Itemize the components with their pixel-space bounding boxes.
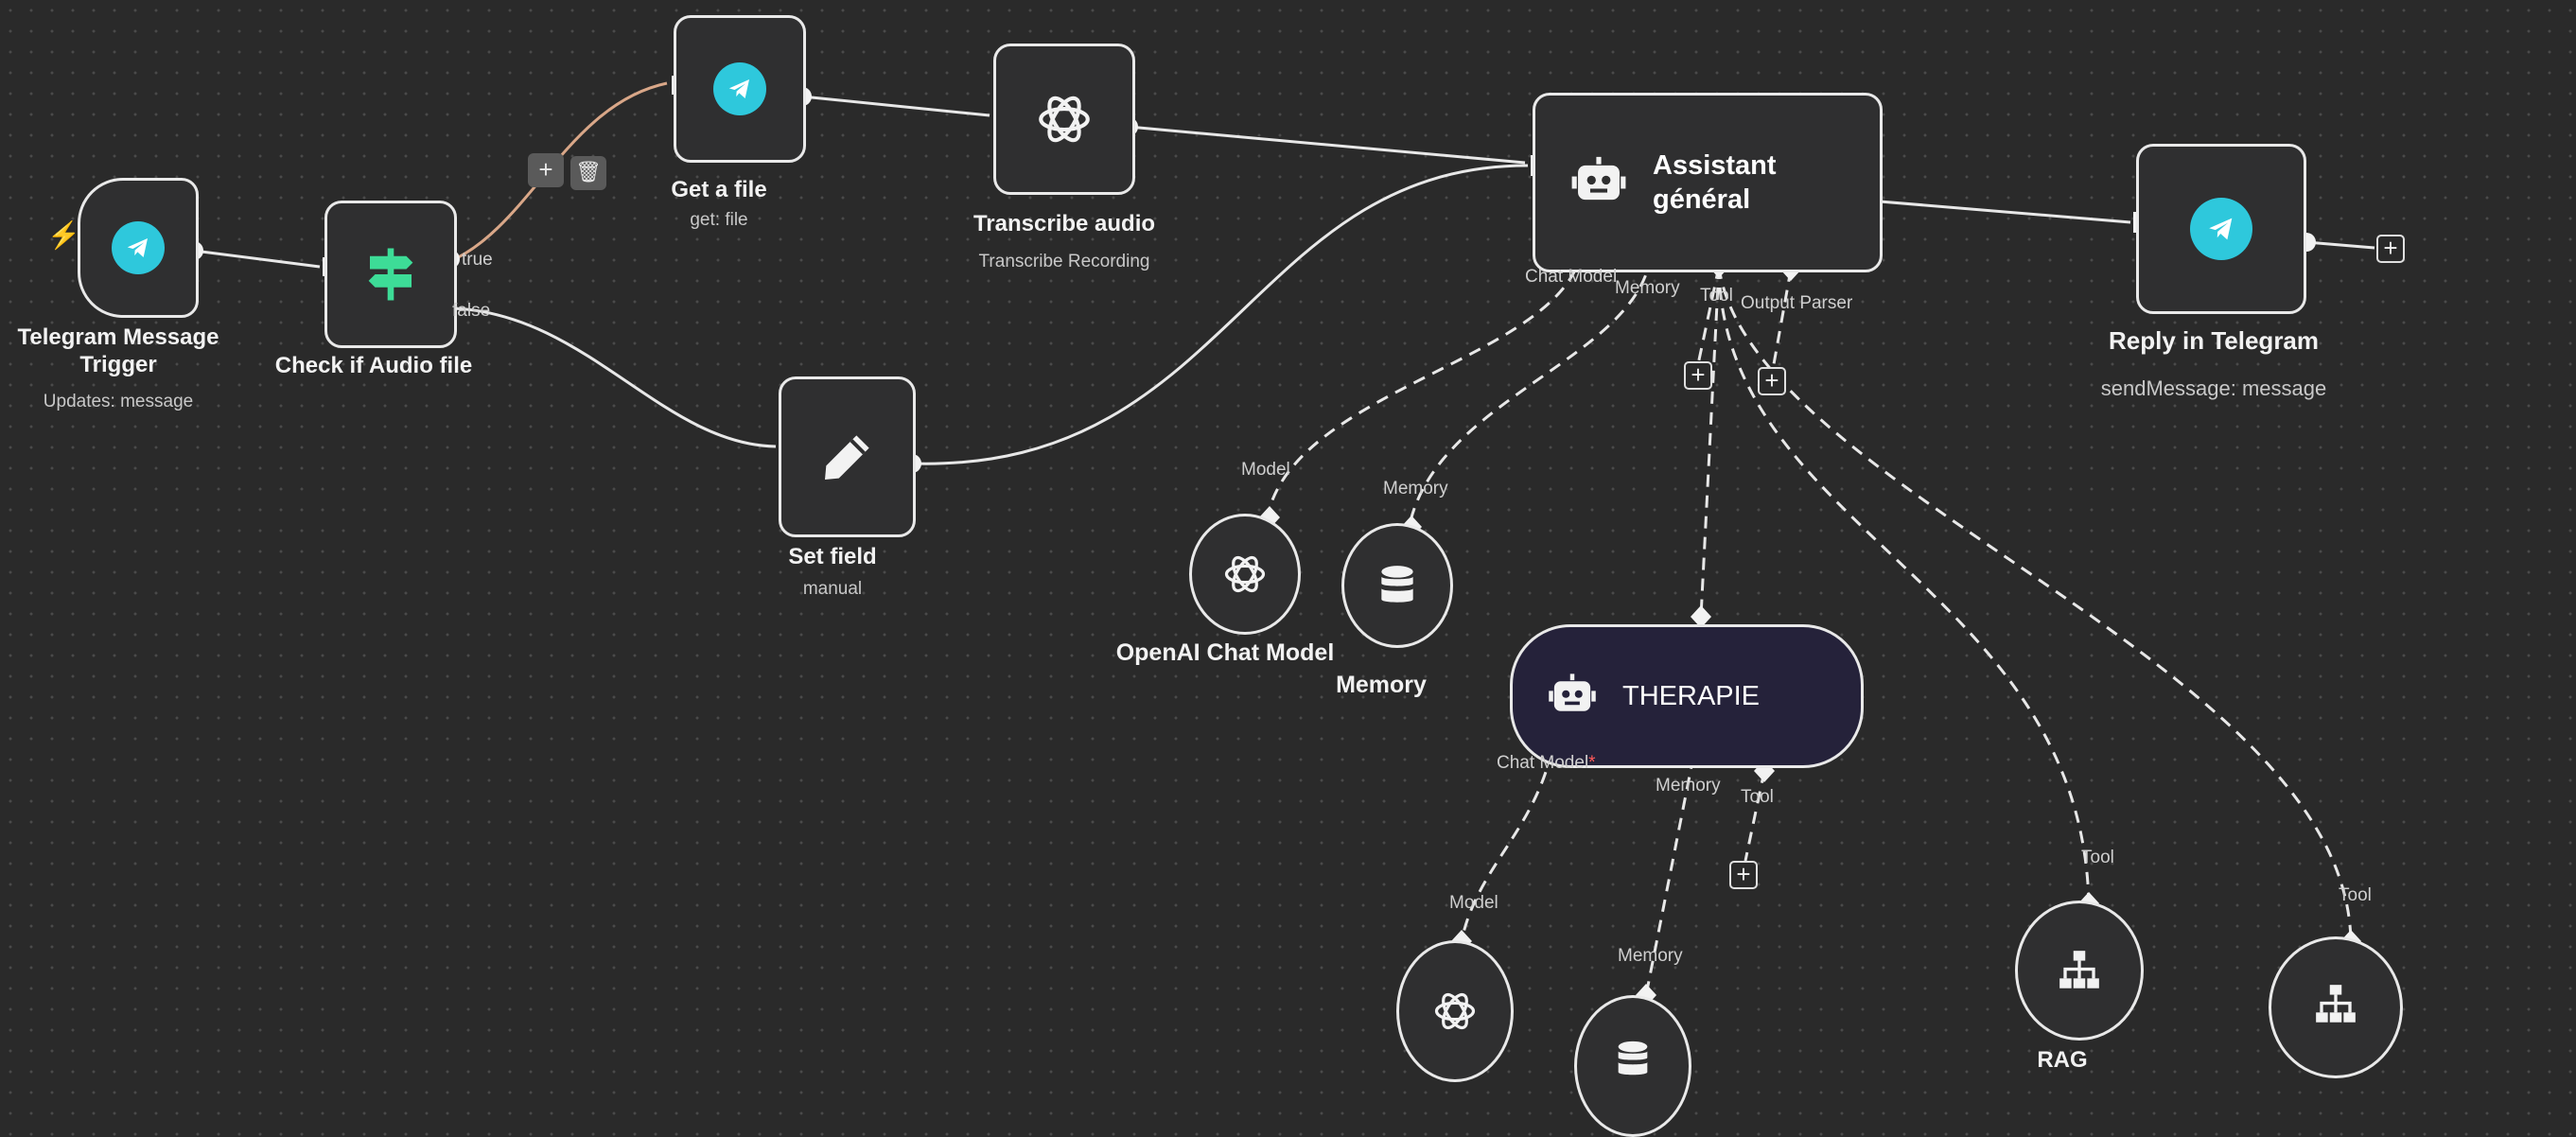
edge-assistant-reply xyxy=(1867,199,2131,224)
therapie-model-port-label: Model xyxy=(1449,893,1498,913)
assistant-title: Assistant général xyxy=(1653,150,1777,215)
telegram-icon xyxy=(2190,198,2252,260)
reply-subtitle: sendMessage: message xyxy=(2100,376,2327,400)
check-out-false-label: false xyxy=(452,301,491,321)
edge-dash-tool-plus xyxy=(1696,266,1721,365)
openai-icon xyxy=(1434,992,1476,1030)
edge-dash-therapie-tool-plus xyxy=(1744,770,1766,862)
therapie-port-chat-model: Chat Model* xyxy=(1497,753,1596,773)
edge-setfield-assistant xyxy=(911,164,1529,465)
openai-icon xyxy=(1224,555,1266,593)
node-get-file[interactable] xyxy=(674,15,806,163)
therapie-port-memory: Memory xyxy=(1656,776,1721,796)
telegram-icon xyxy=(112,221,165,274)
node-transcribe-audio[interactable] xyxy=(993,44,1135,195)
tool2-port-label: Tool xyxy=(2339,885,2372,905)
reply-add-node-button[interactable]: + xyxy=(2376,235,2405,263)
node-therapie-memory[interactable] xyxy=(1574,995,1691,1137)
trigger-title: Telegram Message Trigger xyxy=(17,324,219,377)
memory-port-label: Memory xyxy=(1383,479,1448,499)
database-icon xyxy=(1618,1041,1648,1076)
edge-check-setfield xyxy=(450,306,777,448)
reply-title: Reply in Telegram xyxy=(2108,326,2320,355)
assistant-port-tool: Tool xyxy=(1700,286,1733,306)
edge-dash-model xyxy=(1266,250,1584,516)
therapie-add-tool-button[interactable]: + xyxy=(1729,861,1758,889)
therapie-memory-port-label: Memory xyxy=(1618,946,1683,966)
edge-dash-tool-2 xyxy=(1717,266,2353,942)
setfield-title: Set field xyxy=(788,544,877,569)
memory-title: Memory xyxy=(1336,672,1427,698)
robot-icon xyxy=(1571,156,1626,201)
getfile-subtitle: get: file xyxy=(690,210,748,230)
network-icon xyxy=(2316,985,2356,1023)
transcribe-subtitle: Transcribe Recording xyxy=(978,252,1150,271)
delete-node-button[interactable]: 🗑 xyxy=(570,156,606,190)
node-reply-telegram[interactable] xyxy=(2136,144,2306,314)
rag-title: RAG xyxy=(2037,1047,2088,1073)
openai-port-model: Model xyxy=(1241,460,1290,480)
network-icon xyxy=(2059,951,2099,988)
node-telegram-trigger[interactable] xyxy=(78,178,199,318)
edge-dash-tool-therapie xyxy=(1699,266,1721,618)
therapie-title: THERAPIE xyxy=(1622,681,1761,711)
getfile-title: Get a file xyxy=(671,177,767,202)
node-memory[interactable] xyxy=(1341,523,1453,648)
node-assistant-general[interactable]: Assistant général xyxy=(1533,93,1883,272)
openai-icon xyxy=(1039,96,1090,143)
edge-dash-parser-plus xyxy=(1772,269,1793,365)
signpost-icon xyxy=(368,248,413,301)
therapie-port-tool: Tool xyxy=(1741,787,1774,807)
pencil-icon xyxy=(824,435,869,480)
assistant-add-parser-button[interactable]: + xyxy=(1758,367,1786,395)
database-icon xyxy=(1381,566,1413,603)
telegram-icon xyxy=(713,62,766,115)
check-title: Check if Audio file xyxy=(274,353,473,378)
edge-trigger-check xyxy=(193,249,321,269)
assistant-port-memory: Memory xyxy=(1615,278,1680,298)
node-set-field[interactable] xyxy=(779,376,916,537)
node-therapie-openai-model[interactable] xyxy=(1396,940,1514,1082)
assistant-add-tool-button[interactable]: + xyxy=(1684,361,1712,390)
openai-title: OpenAI Chat Model xyxy=(1115,639,1335,666)
node-openai-chat-model[interactable] xyxy=(1189,514,1301,635)
setfield-subtitle: manual xyxy=(802,579,863,599)
node-tool-2[interactable] xyxy=(2269,936,2403,1078)
check-out-true-label: true xyxy=(462,250,493,270)
edge-transcribe-assistant xyxy=(1128,125,1526,165)
edge-getfile-transcribe xyxy=(801,95,990,117)
node-rag-tool[interactable] xyxy=(2015,901,2144,1041)
assistant-port-chat-model: Chat Model xyxy=(1525,267,1618,287)
diamond-therapie-top xyxy=(1691,605,1711,628)
rag-port-label: Tool xyxy=(2081,848,2114,867)
add-node-button[interactable]: + xyxy=(528,153,564,187)
assistant-port-output-parser: Output Parser xyxy=(1741,293,1853,313)
edge-dash-tool-rag xyxy=(1717,266,2091,904)
trigger-bolt-icon: ⚡ xyxy=(47,220,80,250)
edge-dash-memory xyxy=(1408,254,1653,526)
edge-dash-therapie-model xyxy=(1460,751,1553,942)
robot-icon xyxy=(1549,673,1596,711)
trigger-subtitle: Updates: message xyxy=(43,392,194,411)
edge-reply-plus xyxy=(2305,240,2375,250)
transcribe-title: Transcribe audio xyxy=(973,211,1156,236)
node-check-audio[interactable] xyxy=(324,201,457,348)
node-therapie[interactable]: THERAPIE xyxy=(1510,624,1864,768)
